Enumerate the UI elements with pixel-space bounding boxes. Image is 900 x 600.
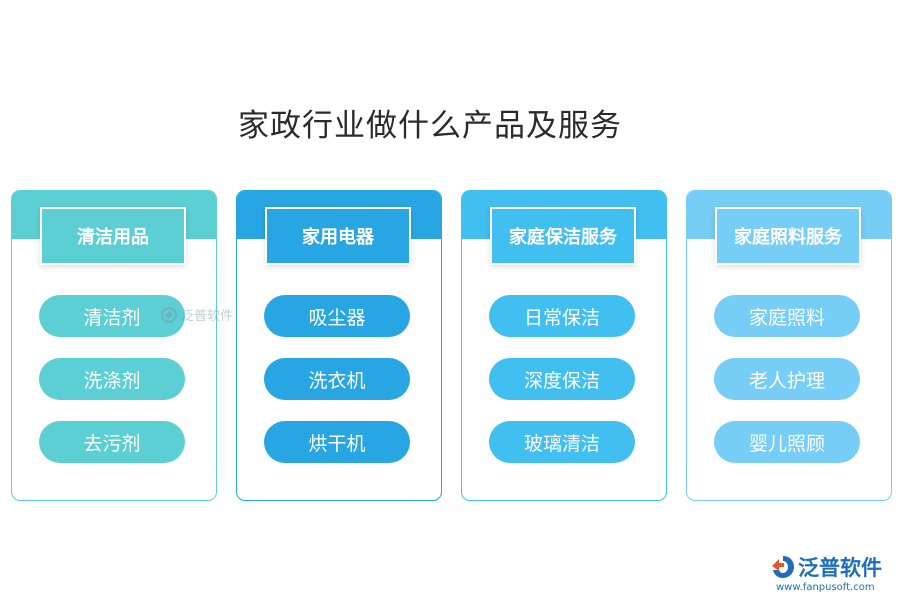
category-card-home-cleaning-service: 家庭保洁服务 日常保洁 深度保洁 玻璃清洁: [461, 190, 667, 501]
category-header: 家庭照料服务: [715, 207, 861, 265]
watermark-text: 泛普软件: [181, 309, 234, 324]
service-item: 深度保洁: [489, 358, 635, 400]
service-item: 清洁剂: [39, 295, 185, 337]
service-item: 烘干机: [264, 421, 410, 463]
service-item: 洗涤剂: [39, 358, 185, 400]
watermark-logo-icon: [161, 306, 177, 323]
category-header: 家用电器: [265, 207, 411, 265]
service-item: 老人护理: [714, 358, 860, 400]
category-header: 家庭保洁服务: [490, 207, 636, 265]
category-card-home-appliances: 家用电器 吸尘器 洗衣机 烘干机: [236, 190, 442, 501]
service-item: 洗衣机: [264, 358, 410, 400]
watermark: 泛普软件: [160, 305, 233, 324]
brand-logo: 泛普软件 www.fanpusoft.com: [770, 552, 894, 596]
category-card-cleaning-supplies: 清洁用品 清洁剂 洗涤剂 去污剂: [11, 190, 217, 501]
service-item: 吸尘器: [264, 295, 410, 337]
category-header: 清洁用品: [40, 207, 186, 265]
service-item: 日常保洁: [489, 295, 635, 337]
logo-url: www.fanpusoft.com: [776, 582, 875, 593]
service-item: 家庭照料: [714, 295, 860, 337]
page-title: 家政行业做什么产品及服务: [238, 108, 622, 144]
logo-name: 泛普软件: [798, 556, 882, 580]
service-item: 玻璃清洁: [489, 421, 635, 463]
service-item: 婴儿照顾: [714, 421, 860, 463]
service-item: 去污剂: [39, 421, 185, 463]
fanpu-logo-icon: [772, 556, 794, 578]
category-card-home-care-service: 家庭照料服务 家庭照料 老人护理 婴儿照顾: [686, 190, 892, 501]
